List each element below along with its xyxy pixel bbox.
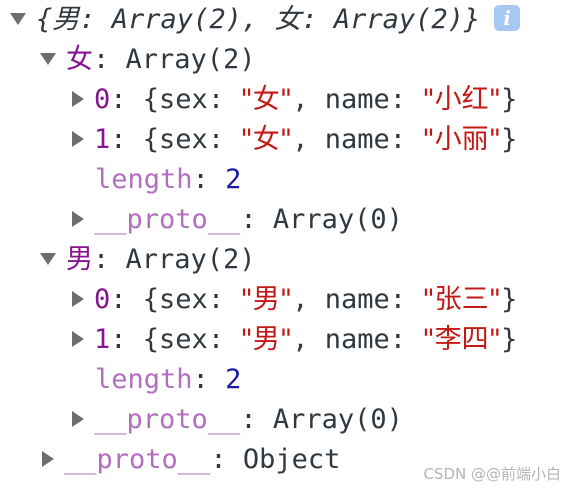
triangle-down-icon[interactable]	[10, 12, 26, 25]
name-key: name	[324, 124, 390, 155]
length-value: 2	[225, 364, 242, 395]
array-item-row[interactable]: 1: {sex: "男", name: "李四"}	[72, 320, 517, 360]
name-value: "李四"	[422, 324, 502, 355]
group-row-male[interactable]: 男: Array(2)	[40, 240, 256, 280]
proto-value: Array(0)	[272, 204, 403, 235]
sex-value: "男"	[240, 324, 293, 355]
item-index: 1	[94, 324, 111, 355]
group-key: 女	[66, 44, 93, 75]
item-index: 0	[94, 284, 111, 315]
name-value: "小红"	[422, 84, 502, 115]
proto-value: Array(0)	[272, 404, 403, 435]
name-value: "小丽"	[422, 124, 502, 155]
colon: :	[93, 44, 126, 75]
sex-key: sex	[159, 284, 208, 315]
item-index: 1	[94, 124, 111, 155]
name-value: "张三"	[422, 284, 502, 315]
item-index: 0	[94, 84, 111, 115]
length-key: length	[95, 164, 193, 195]
triangle-right-icon[interactable]	[72, 330, 84, 347]
sex-value: "女"	[240, 124, 293, 155]
length-value: 2	[225, 164, 242, 195]
proto-key: __proto__	[94, 204, 241, 235]
name-key: name	[324, 324, 390, 355]
triangle-down-icon[interactable]	[40, 52, 56, 65]
proto-value: Object	[242, 444, 341, 475]
group-value: Array(2)	[125, 44, 256, 75]
root-object-row[interactable]: {男: Array(2), 女: Array(2)} i	[10, 0, 521, 40]
root-summary: {男: Array(2), 女: Array(2)}	[36, 4, 481, 35]
watermark: CSDN @@前端小白	[423, 465, 561, 483]
proto-key: __proto__	[94, 404, 241, 435]
sex-value: "女"	[240, 84, 293, 115]
triangle-right-icon[interactable]	[72, 410, 84, 427]
triangle-right-icon[interactable]	[72, 130, 84, 147]
colon: :	[93, 244, 126, 275]
array-item-row[interactable]: 0: {sex: "女", name: "小红"}	[72, 80, 517, 120]
proto-row[interactable]: __proto__: Array(0)	[72, 200, 403, 240]
info-icon[interactable]: i	[494, 4, 521, 31]
triangle-right-icon[interactable]	[72, 210, 84, 227]
sex-key: sex	[159, 324, 208, 355]
group-value: Array(2)	[125, 244, 256, 275]
triangle-right-icon[interactable]	[72, 290, 84, 307]
length-key: length	[95, 364, 193, 395]
group-key: 男	[66, 244, 93, 275]
length-row: length: 2	[95, 364, 242, 395]
array-item-row[interactable]: 0: {sex: "男", name: "张三"}	[72, 280, 517, 320]
triangle-down-icon[interactable]	[40, 252, 56, 265]
triangle-right-icon[interactable]	[42, 450, 54, 467]
array-item-row[interactable]: 1: {sex: "女", name: "小丽"}	[72, 120, 517, 160]
proto-row[interactable]: __proto__: Array(0)	[72, 400, 403, 440]
root-proto-row[interactable]: __proto__: Object	[42, 440, 340, 480]
sex-key: sex	[159, 124, 208, 155]
name-key: name	[324, 284, 390, 315]
name-key: name	[324, 84, 390, 115]
sex-key: sex	[159, 84, 208, 115]
proto-key: __proto__	[64, 444, 211, 475]
sex-value: "男"	[240, 284, 293, 315]
length-row: length: 2	[95, 164, 242, 195]
group-row-female[interactable]: 女: Array(2)	[40, 40, 256, 80]
triangle-right-icon[interactable]	[72, 90, 84, 107]
